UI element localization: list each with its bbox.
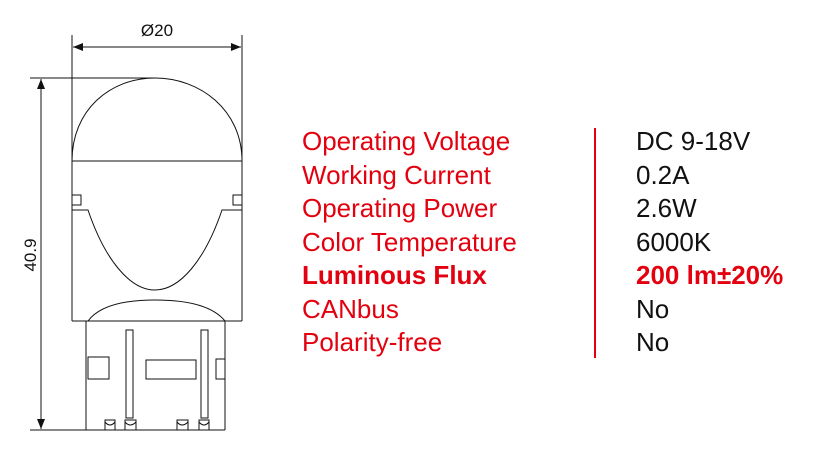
spec-value: 200 lm±20% xyxy=(636,260,784,290)
spec-value: No xyxy=(636,327,670,357)
height-dimension: 40.9 xyxy=(21,77,155,431)
spec-label: CANbus xyxy=(302,293,399,324)
spec-label: Polarity-free xyxy=(302,327,443,357)
spec-label: Color Temperature xyxy=(302,226,517,257)
spec-value: DC 9-18V xyxy=(636,126,751,156)
spec-value: 2.6W xyxy=(636,193,697,223)
spec-label: Operating Voltage xyxy=(302,126,511,156)
spec-label: Operating Power xyxy=(302,193,498,223)
diameter-dimension: Ø20 xyxy=(71,21,243,170)
spec-value: No xyxy=(636,293,670,324)
bulb-dimension-drawing: Ø20 40.9 xyxy=(21,21,243,431)
diameter-label: Ø20 xyxy=(141,21,173,40)
height-label: 40.9 xyxy=(21,238,40,271)
spec-value: 0.2A xyxy=(636,159,690,190)
bulb-outline xyxy=(71,77,243,322)
spec-label: Working Current xyxy=(302,159,491,190)
spec-label: Luminous Flux xyxy=(302,260,487,290)
spec-value: 6000K xyxy=(636,226,712,257)
bulb-base xyxy=(85,321,226,431)
spec-divider xyxy=(594,128,596,358)
